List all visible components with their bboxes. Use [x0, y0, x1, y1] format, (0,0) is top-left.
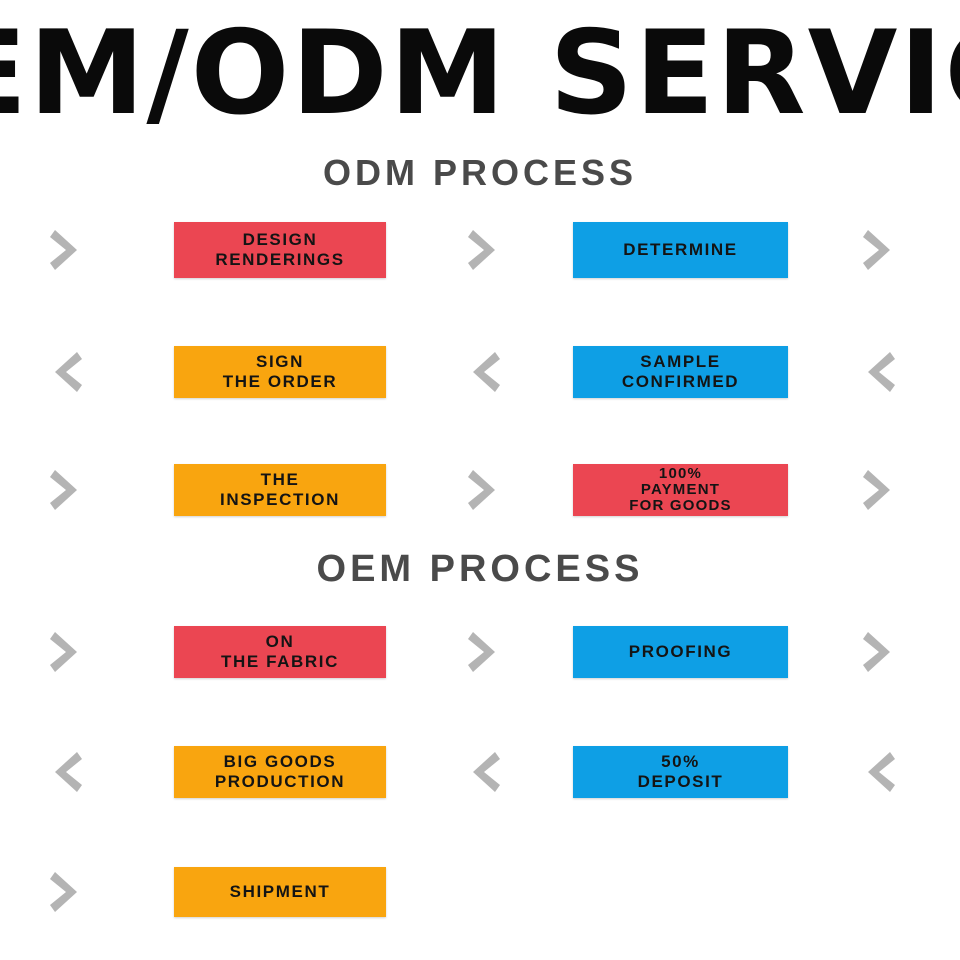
- box-line: RENDERINGS: [215, 250, 345, 269]
- process-row-big-goods-production: BIG GOODS PRODUCTION 50% DEPOSIT: [0, 734, 960, 810]
- box-line: SHIPMENT: [229, 882, 331, 901]
- section-heading-odm: ODM PROCESS: [322, 152, 638, 193]
- chevron-right-icon: [855, 219, 903, 281]
- section-heading-oem: OEM PROCESS: [316, 548, 644, 590]
- process-box-shipment[interactable]: SHIPMENT: [174, 867, 386, 917]
- chevron-right-icon: [855, 459, 903, 521]
- banner: OEM/ODM SERVICE: [0, 0, 960, 148]
- process-row-sign-the-order: SIGN THE ORDER SAMPLE CONFIRMED: [0, 334, 960, 410]
- box-line: DESIGN: [242, 230, 318, 249]
- box-line: PAYMENT: [640, 481, 721, 498]
- chevron-right-icon: [460, 219, 508, 281]
- process-box-50-percent-deposit[interactable]: 50% DEPOSIT: [573, 746, 788, 798]
- process-box-on-the-fabric[interactable]: ON THE FABRIC: [174, 626, 386, 678]
- chevron-left-icon: [460, 741, 508, 803]
- box-line: THE: [260, 470, 300, 489]
- chevron-right-icon: [460, 621, 508, 683]
- box-line: DETERMINE: [623, 240, 738, 259]
- process-box-big-goods-production[interactable]: BIG GOODS PRODUCTION: [174, 746, 386, 798]
- box-line: BIG GOODS: [223, 752, 337, 771]
- chevron-right-icon: [855, 621, 903, 683]
- box-line: THE ORDER: [222, 372, 338, 391]
- box-line: ON: [265, 632, 295, 651]
- box-line: SIGN: [256, 352, 304, 371]
- process-row-on-the-fabric: ON THE FABRIC PROOFING: [0, 614, 960, 690]
- chevron-left-icon: [42, 341, 90, 403]
- box-line: PROOFING: [628, 642, 733, 661]
- process-box-determine[interactable]: DETERMINE: [573, 222, 788, 278]
- chevron-left-icon: [460, 341, 508, 403]
- chevron-right-icon: [42, 621, 90, 683]
- process-box-100-percent-payment-for-goods[interactable]: 100% PAYMENT FOR GOODS: [573, 464, 788, 516]
- box-line: CONFIRMED: [621, 372, 740, 391]
- process-row-shipment: SHIPMENT: [0, 854, 960, 930]
- box-line: PRODUCTION: [214, 772, 346, 791]
- page-title: OEM/ODM SERVICE: [0, 6, 960, 141]
- process-box-the-inspection[interactable]: THE INSPECTION: [174, 464, 386, 516]
- box-line: 100%: [658, 465, 703, 482]
- chevron-left-icon: [855, 741, 903, 803]
- box-line: THE FABRIC: [221, 652, 339, 671]
- process-box-sign-the-order[interactable]: SIGN THE ORDER: [174, 346, 386, 398]
- chevron-right-icon: [42, 861, 90, 923]
- process-box-proofing[interactable]: PROOFING: [573, 626, 788, 678]
- chevron-right-icon: [42, 219, 90, 281]
- chevron-left-icon: [855, 341, 903, 403]
- chevron-right-icon: [460, 459, 508, 521]
- process-box-design-renderings[interactable]: DESIGN RENDERINGS: [174, 222, 386, 278]
- box-line: DEPOSIT: [637, 772, 724, 791]
- process-row-the-inspection: THE INSPECTION 100% PAYMENT FOR GOODS: [0, 452, 960, 528]
- process-row-design-renderings: DESIGN RENDERINGS DETERMINE: [0, 212, 960, 288]
- process-box-sample-confirmed[interactable]: SAMPLE CONFIRMED: [573, 346, 788, 398]
- box-line: INSPECTION: [220, 490, 340, 509]
- chevron-left-icon: [42, 741, 90, 803]
- box-line: 50%: [661, 752, 700, 771]
- box-line: FOR GOODS: [629, 497, 732, 514]
- chevron-right-icon: [42, 459, 90, 521]
- box-line: SAMPLE: [640, 352, 721, 371]
